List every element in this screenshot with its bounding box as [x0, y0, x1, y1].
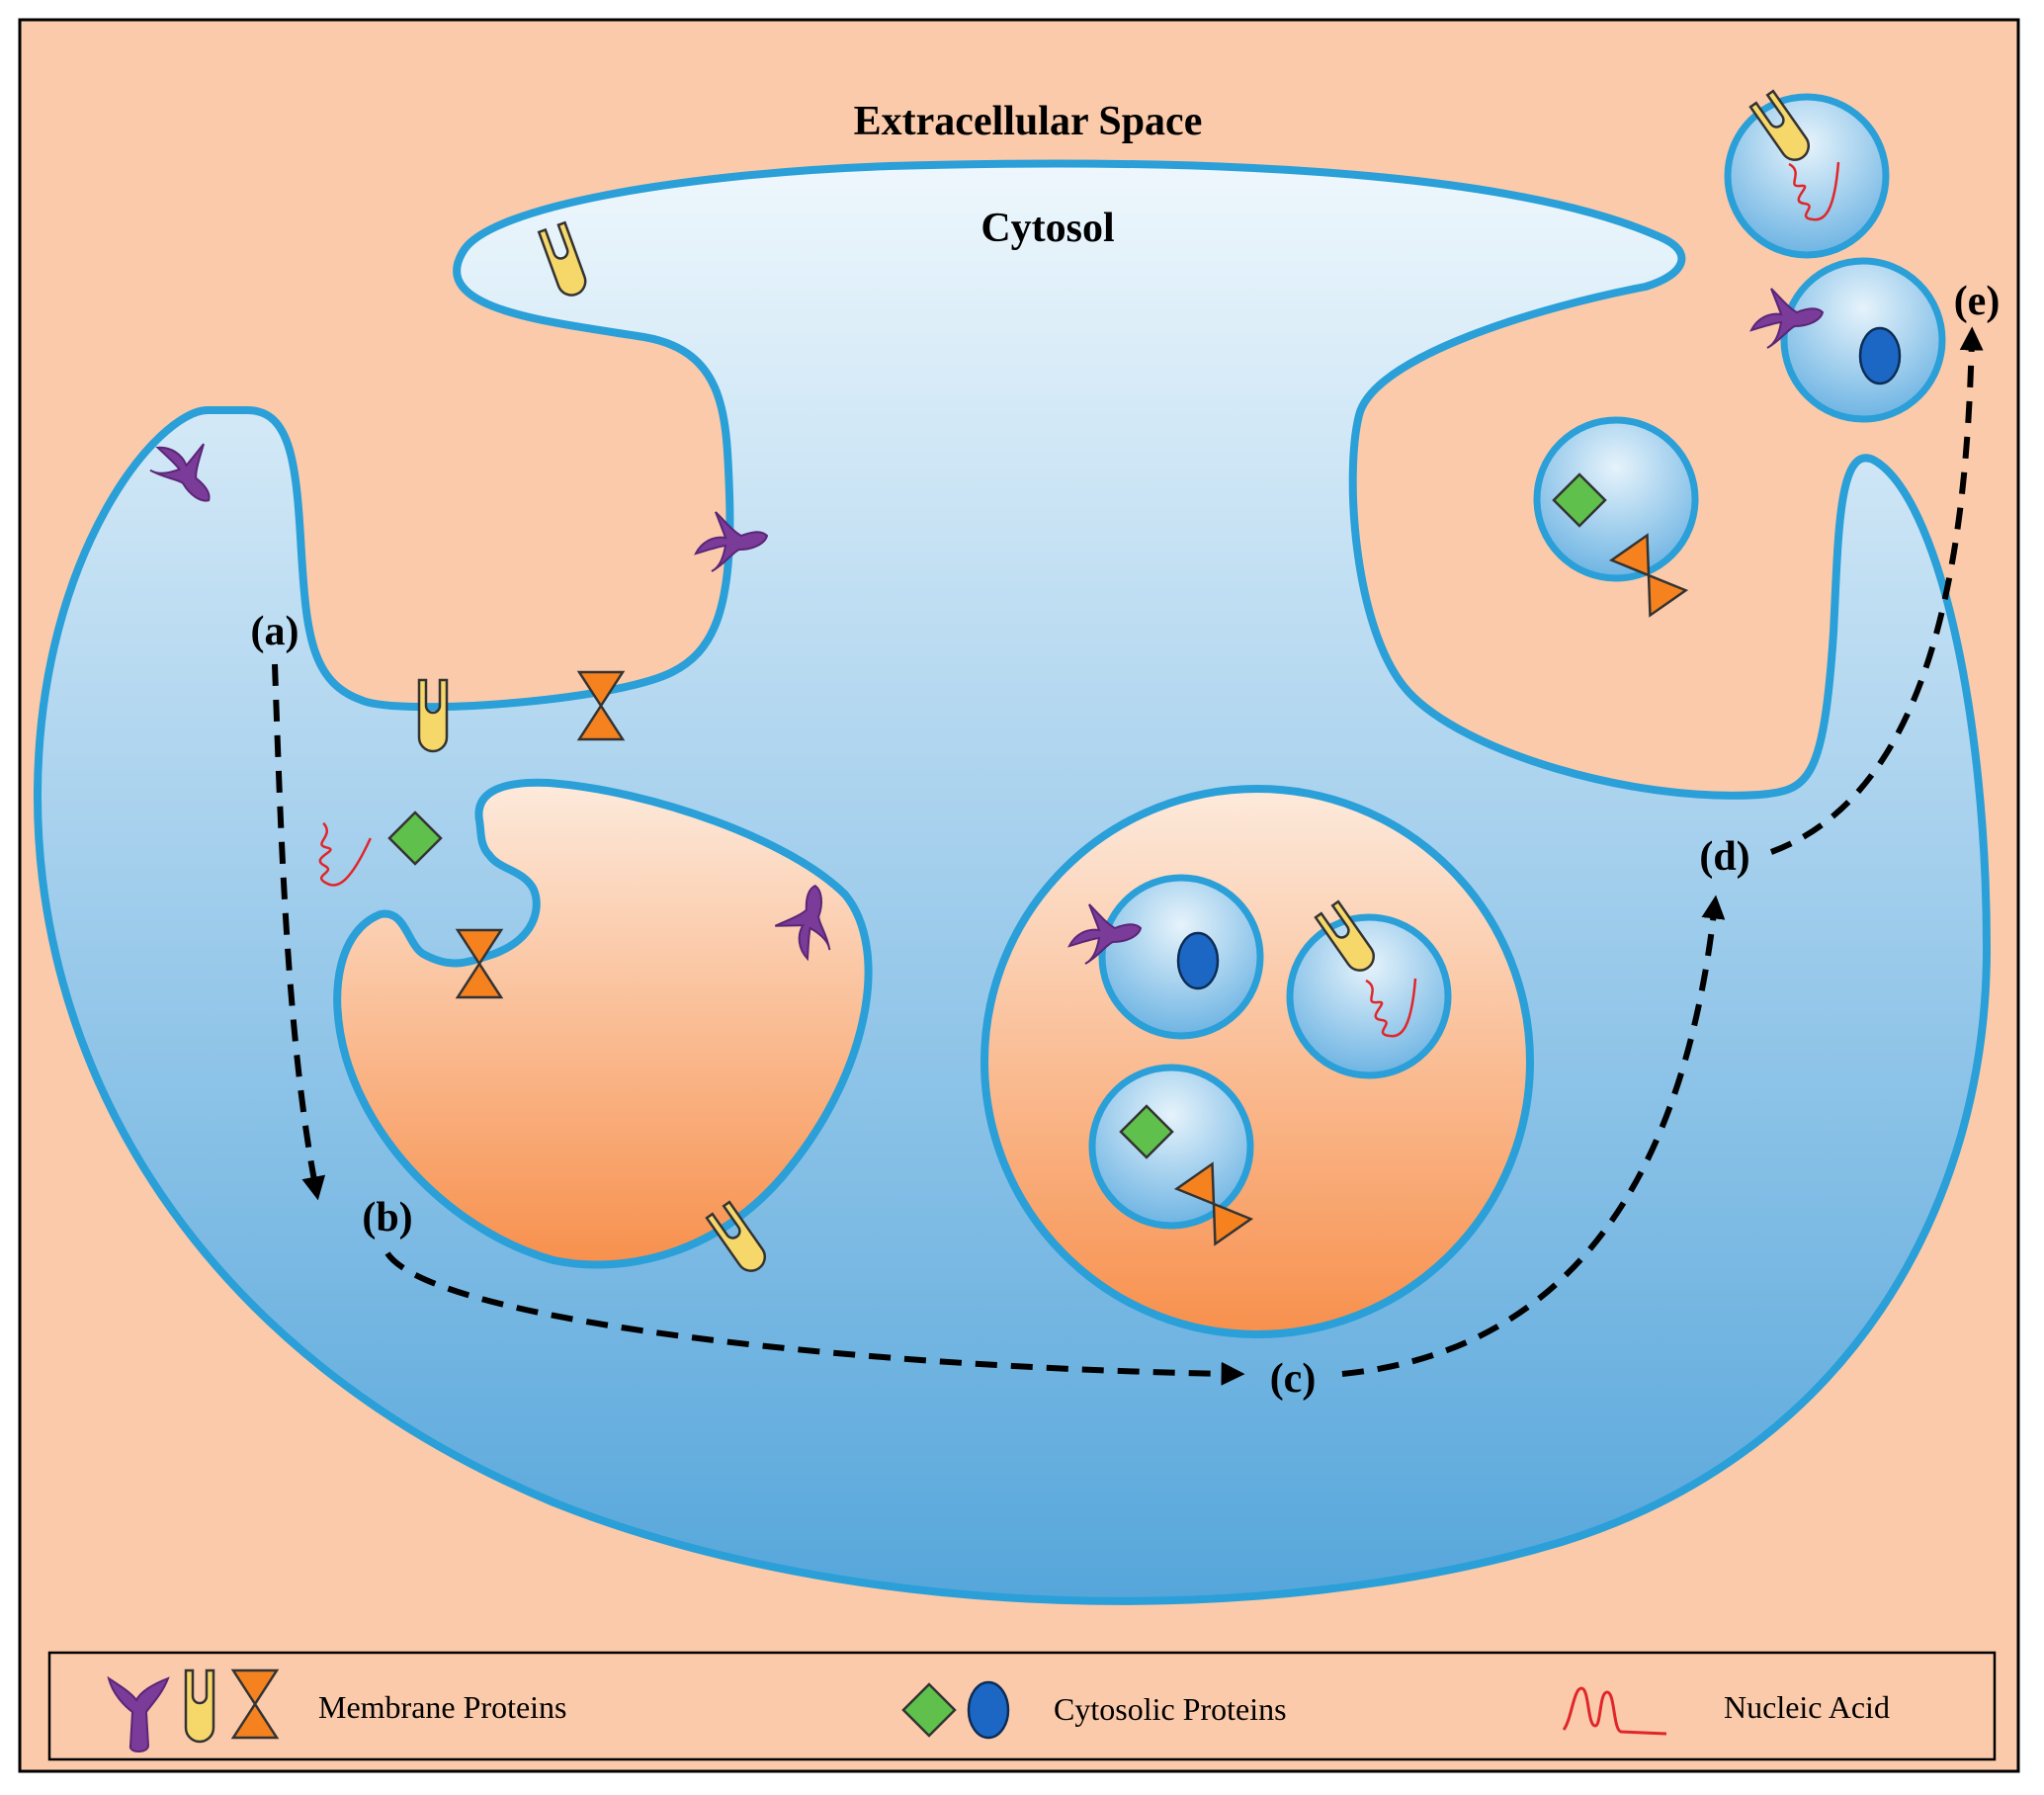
ellipse-icon: [1858, 326, 1902, 385]
step-d-label: (d): [1699, 834, 1749, 880]
legend-purple-icon: [107, 1675, 170, 1752]
exosome: [1533, 416, 1699, 582]
early-endosome: [333, 778, 873, 1269]
pathway-arrow-b-c: [384, 1251, 1245, 1386]
multivesicular-body: [980, 785, 1534, 1338]
exosome: [1724, 93, 1890, 259]
legend-nucleic-acid-icon: [1562, 1686, 1667, 1736]
extracellular-space-label: Extracellular Space: [854, 99, 1203, 144]
cytosol-label: Cytosol: [980, 206, 1114, 251]
pathway-arrow-a-b: [272, 663, 326, 1201]
legend-membrane-proteins-label: Membrane Proteins: [318, 1689, 567, 1725]
legend-nucleic-acid-label: Nucleic Acid: [1724, 1689, 1890, 1725]
intraluminal-vesicle: [1286, 913, 1452, 1079]
legend-blue-icon: [967, 1680, 1010, 1740]
ellipse-icon: [1176, 931, 1220, 990]
step-a-label: (a): [251, 609, 299, 654]
step-e-label: (e): [1954, 279, 2001, 324]
intraluminal-vesicle: [1088, 1064, 1254, 1230]
legend-box: [47, 1651, 1997, 1761]
step-b-label: (b): [362, 1195, 412, 1240]
step-c-label: (c): [1270, 1356, 1317, 1402]
pathway-arrow-d-e: [1769, 326, 1984, 855]
legend: Membrane Proteins Cytosolic Proteins Nuc…: [47, 1651, 1997, 1761]
legend-cytosolic-proteins-label: Cytosolic Proteins: [1054, 1691, 1287, 1727]
pathway-arrow-c-d: [1341, 895, 1726, 1377]
